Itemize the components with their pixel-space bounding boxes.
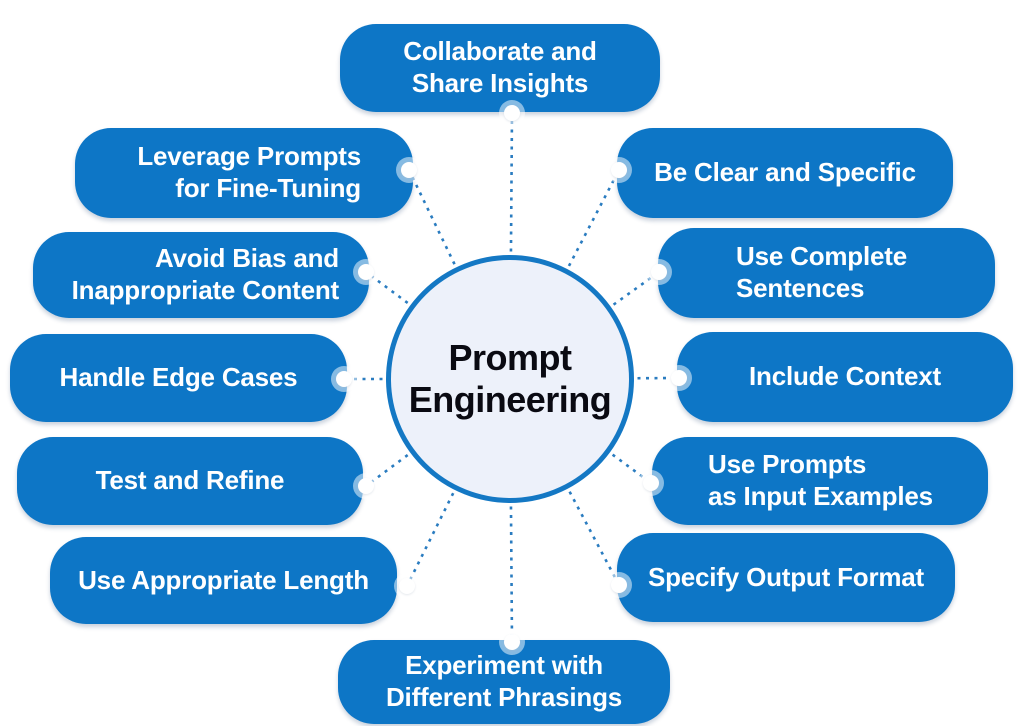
node-use-appropriate-length: Use Appropriate Length <box>50 537 397 624</box>
node-specify-output-format: Specify Output Format <box>617 533 955 622</box>
connector-dot-test-refine <box>358 478 374 494</box>
node-test-and-refine: Test and Refine <box>17 437 363 525</box>
connector-dot-be-clear <box>611 162 627 178</box>
node-use-complete-sentences: Use Complete Sentences <box>658 228 995 318</box>
node-use-prompts-as-input-examples: Use Prompts as Input Examples <box>652 437 988 525</box>
connector-dot-specify-output <box>611 577 627 593</box>
center-circle: Prompt Engineering <box>386 255 634 503</box>
connector-dot-appropriate-length <box>399 578 415 594</box>
node-collaborate-and-share-insights: Collaborate and Share Insights <box>340 24 660 112</box>
connector-dot-handle-edge <box>336 371 352 387</box>
connector-dot-collaborate <box>504 105 520 121</box>
connector-dot-use-prompts <box>643 475 659 491</box>
connector-line-be-clear <box>508 169 621 380</box>
node-handle-edge-cases: Handle Edge Cases <box>10 334 347 422</box>
center-title: Prompt Engineering <box>408 336 612 420</box>
connector-dot-leverage <box>401 162 417 178</box>
node-include-context: Include Context <box>677 332 1013 422</box>
connector-dot-include-context <box>671 370 687 386</box>
node-leverage-prompts-for-fine-tuning: Leverage Prompts for Fine-Tuning <box>75 128 413 218</box>
connector-dot-use-complete <box>651 264 667 280</box>
node-avoid-bias-and-inappropriate-content: Avoid Bias and Inappropriate Content <box>33 232 369 318</box>
connector-dot-experiment <box>504 634 520 650</box>
node-be-clear-and-specific: Be Clear and Specific <box>617 128 953 218</box>
connector-dot-avoid-bias <box>358 264 374 280</box>
node-experiment-with-different-phrasings: Experiment with Different Phrasings <box>338 640 670 724</box>
